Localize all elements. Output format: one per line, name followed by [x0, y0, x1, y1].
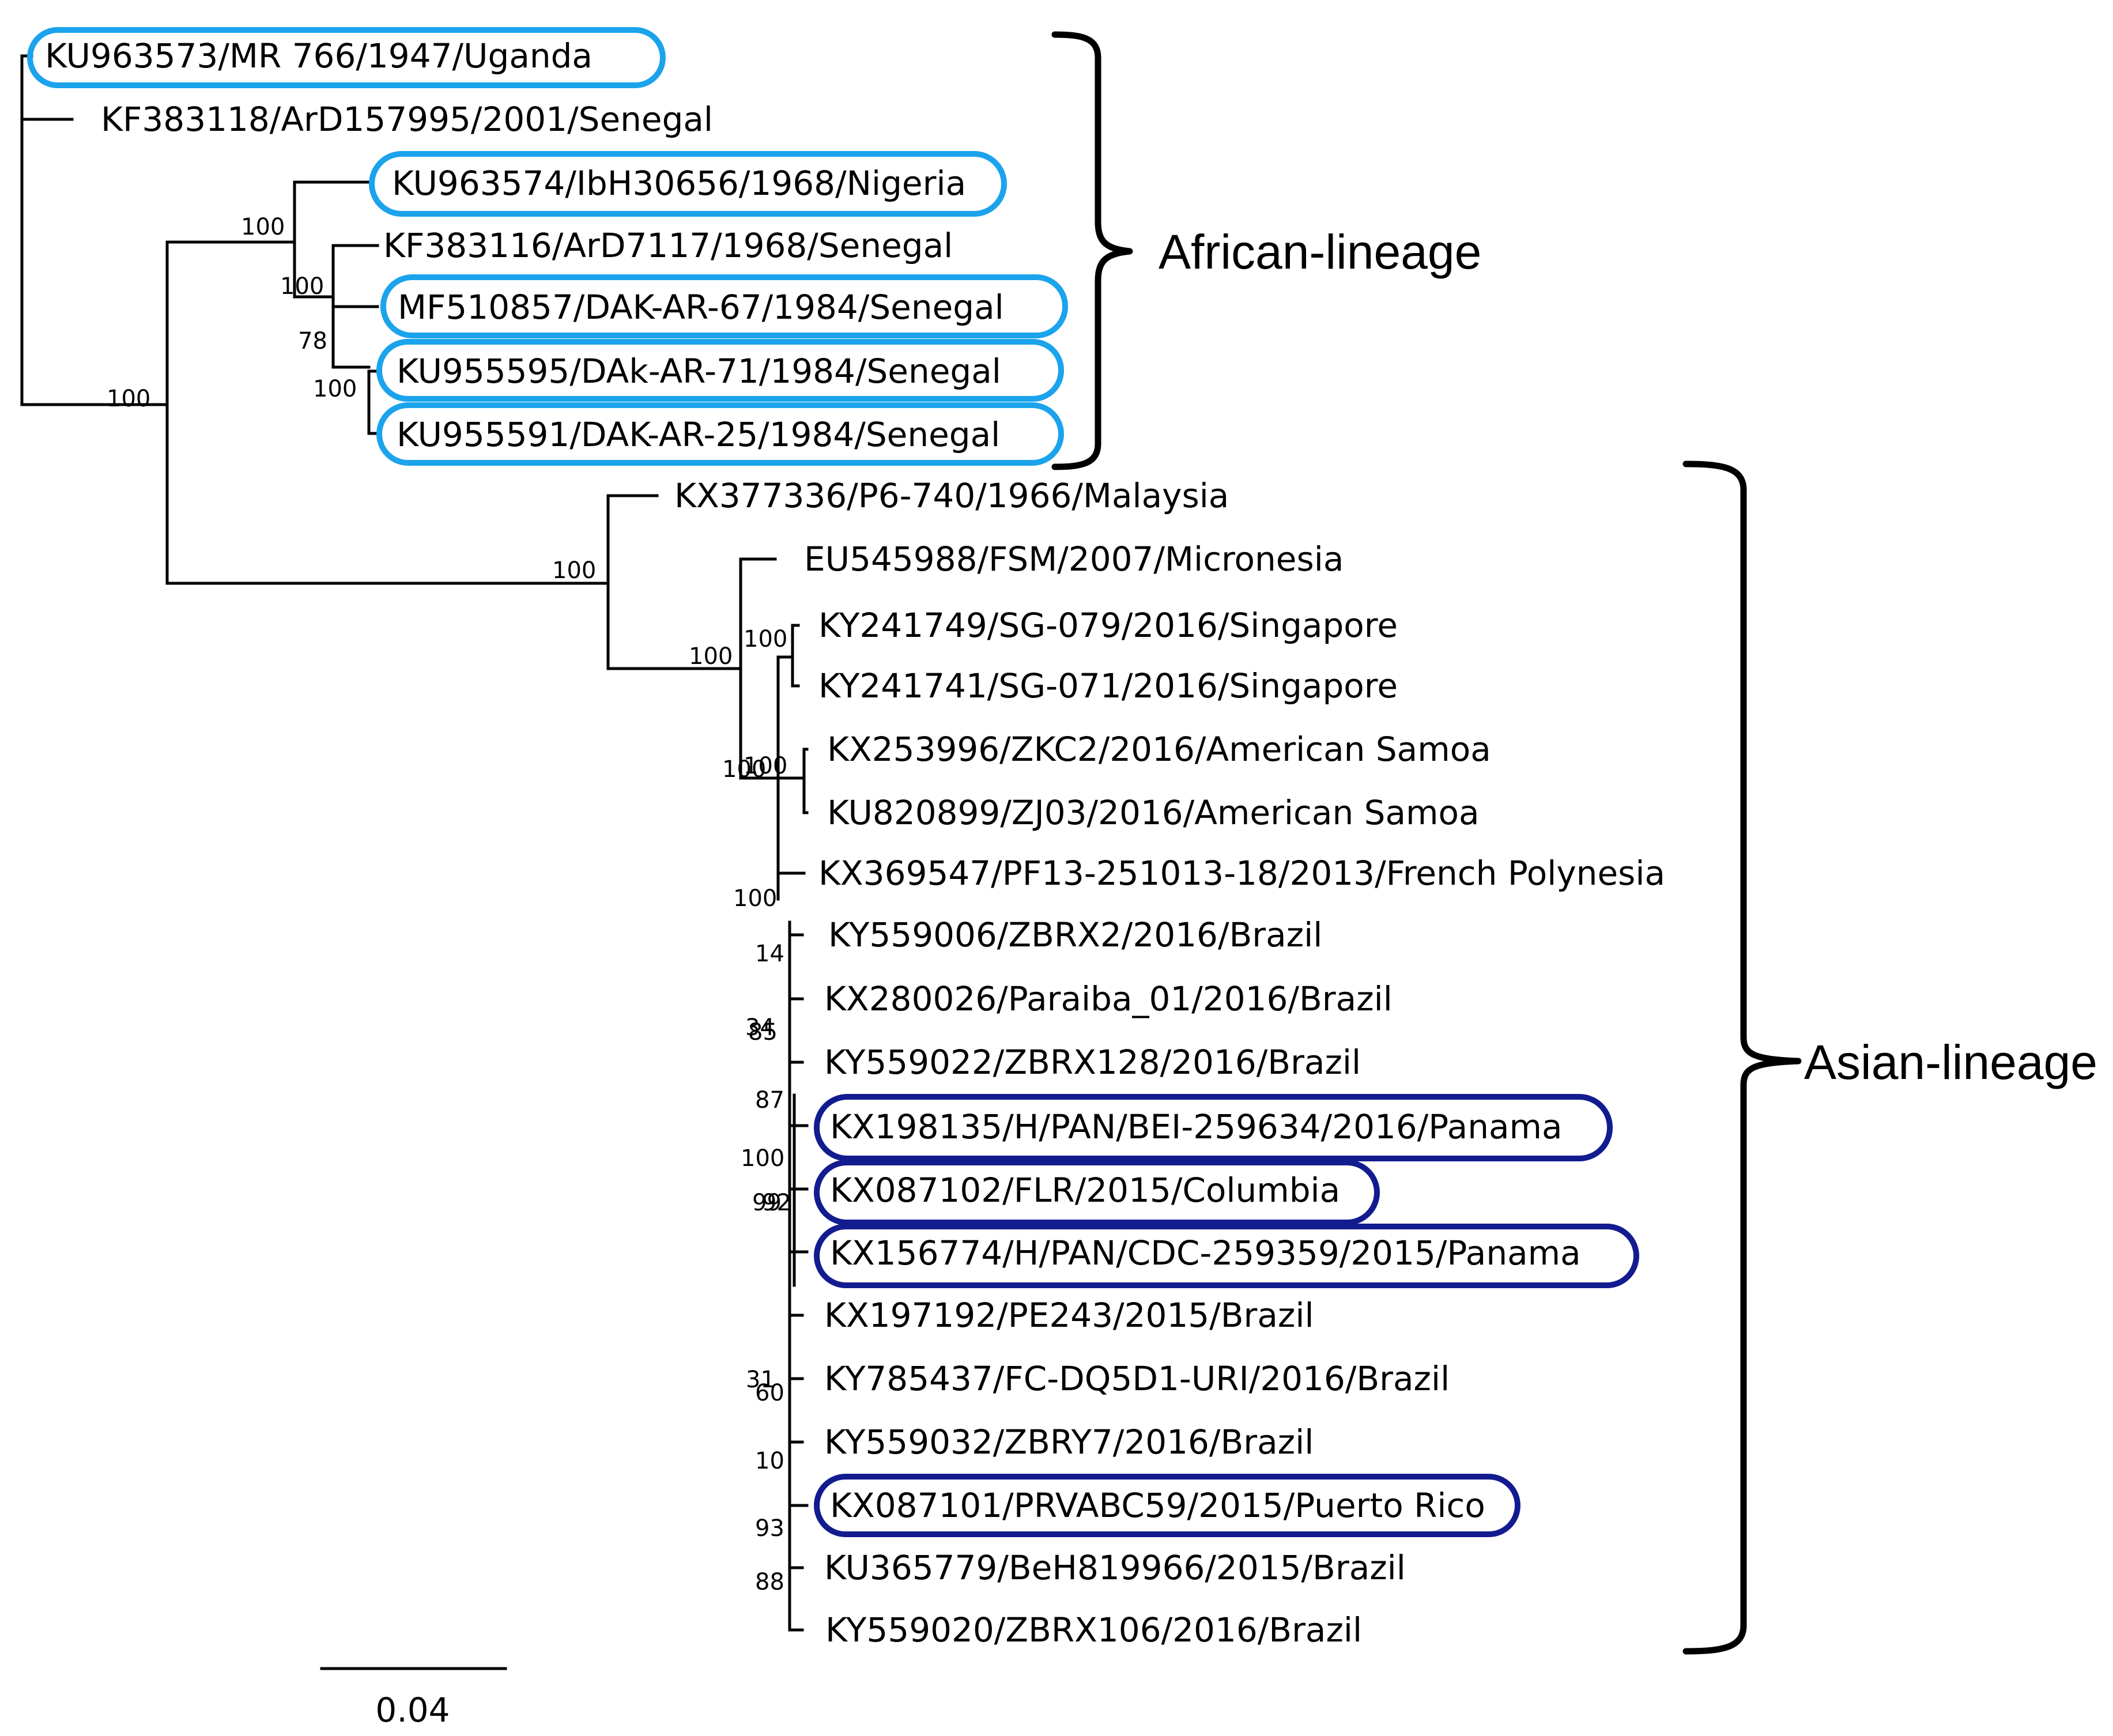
taxon-label: KU963574/IbH30656/1968/Nigeria: [392, 164, 966, 203]
taxon-label: KY559022/ZBRX128/2016/Brazil: [824, 1043, 1361, 1082]
support-value: 100: [744, 626, 787, 652]
taxon-label: KX253996/ZKC2/2016/American Samoa: [827, 730, 1491, 769]
taxon-label: KU955591/DAK-AR-25/1984/Senegal: [397, 415, 1000, 454]
support-value: 85: [748, 1019, 778, 1046]
support-value: 93: [755, 1515, 784, 1542]
support-value: 100: [107, 386, 150, 412]
support-value: 100: [744, 753, 787, 779]
highlight-asian-panama-bei: [814, 1094, 1613, 1161]
taxon-label: EU545988/FSM/2007/Micronesia: [804, 539, 1344, 579]
taxon-label: KX198135/H/PAN/BEI-259634/2016/Panama: [830, 1107, 1563, 1146]
support-value: 87: [755, 1087, 784, 1114]
branch-root: [20, 54, 169, 406]
taxon-label: KU365779/BeH819966/2015/Brazil: [824, 1548, 1406, 1587]
taxon-label: KU820899/ZJ03/2016/American Samoa: [827, 793, 1480, 832]
highlight-african-nigeria: [369, 151, 1007, 217]
highlight-asian-columbia: [814, 1160, 1380, 1225]
branch-african-clade: [293, 180, 379, 435]
taxon-label: KY559032/ZBRY7/2016/Brazil: [824, 1422, 1314, 1462]
taxon-label: KX280026/Paraiba_01/2016/Brazil: [824, 979, 1393, 1018]
taxon-label: KU955595/DAk-AR-71/1984/Senegal: [397, 352, 1001, 391]
african-lineage-bracket: [1051, 31, 1133, 470]
lineage-brackets: African-lineage Asian-lineage: [1051, 31, 2097, 1655]
support-value: 100: [733, 885, 777, 912]
taxon-label: KY559020/ZBRX106/2016/Brazil: [825, 1610, 1362, 1650]
branch-asian-main: [739, 557, 780, 780]
taxon-label: KX087102/FLR/2015/Columbia: [830, 1171, 1340, 1210]
highlight-african-dak-ar-71: [376, 339, 1064, 402]
taxon-label: KX377336/P6-740/1966/Malaysia: [674, 476, 1229, 515]
support-values: 100 100 100 78 100 100 100 100 100 100 1…: [107, 214, 791, 1595]
tree-branches: [20, 54, 809, 1632]
support-value: 88: [755, 1569, 784, 1595]
support-value: 34: [745, 1014, 775, 1041]
support-value: 100: [280, 273, 324, 300]
support-value: 99: [752, 1190, 782, 1216]
branch-asian-malaysia: [606, 494, 742, 670]
support-value: 100: [313, 376, 357, 402]
support-value: 100: [241, 214, 285, 240]
support-value: 92: [762, 1190, 791, 1216]
highlight-african-uganda: [27, 27, 666, 88]
support-value: 100: [722, 756, 766, 783]
branch-asian-comb: [788, 920, 809, 1632]
taxon-label: KY785437/FC-DQ5D1-URI/2016/Brazil: [824, 1359, 1450, 1398]
support-value: 100: [741, 1145, 784, 1172]
asian-lineage-label: Asian-lineage: [1804, 1035, 2097, 1089]
branch-asian-samoa: [776, 748, 809, 814]
support-value: 31: [746, 1367, 775, 1393]
highlight-asian-puerto-rico: [814, 1474, 1520, 1537]
highlight-african-dak-ar-25: [376, 402, 1064, 466]
taxon-label: KY559006/ZBRX2/2016/Brazil: [828, 915, 1322, 954]
taxon-label: KF383118/ArD157995/2001/Senegal: [101, 100, 713, 139]
taxon-label: KX156774/H/PAN/CDC-259359/2015/Panama: [830, 1233, 1581, 1273]
taxon-label: KF383116/ArD7117/1968/Senegal: [383, 226, 953, 265]
support-value: 78: [298, 328, 327, 354]
african-lineage-label: African-lineage: [1159, 225, 1481, 279]
scale-bar: 0.04: [320, 1667, 507, 1730]
taxon-label: KY241749/SG-079/2016/Singapore: [818, 606, 1398, 645]
taxon-labels: KU963573/MR 766/1947/Uganda KF383118/ArD…: [45, 36, 1665, 1650]
taxon-label: KX087101/PRVABC59/2015/Puerto Rico: [830, 1486, 1485, 1525]
taxon-label: KX369547/PF13-251013-18/2013/French Poly…: [818, 854, 1665, 893]
support-value: 100: [689, 643, 733, 670]
support-value: 10: [755, 1448, 784, 1474]
taxon-label: KX197192/PE243/2015/Brazil: [824, 1296, 1314, 1335]
taxon-label: KY241741/SG-071/2016/Singapore: [818, 666, 1398, 705]
branch-inner-split: [165, 240, 610, 585]
scale-bar-label: 0.04: [375, 1690, 450, 1730]
highlight-boxes: [27, 27, 1639, 1537]
taxon-label: KU963573/MR 766/1947/Uganda: [45, 36, 593, 76]
asian-lineage-bracket: [1682, 461, 1802, 1655]
support-value: 60: [755, 1380, 784, 1406]
taxon-label: MF510857/DAK-AR-67/1984/Senegal: [398, 288, 1004, 327]
support-value: 14: [755, 941, 784, 967]
highlight-african-dak-ar-67: [380, 274, 1068, 338]
highlight-asian-panama-cdc: [814, 1224, 1639, 1288]
support-value: 100: [552, 557, 596, 584]
